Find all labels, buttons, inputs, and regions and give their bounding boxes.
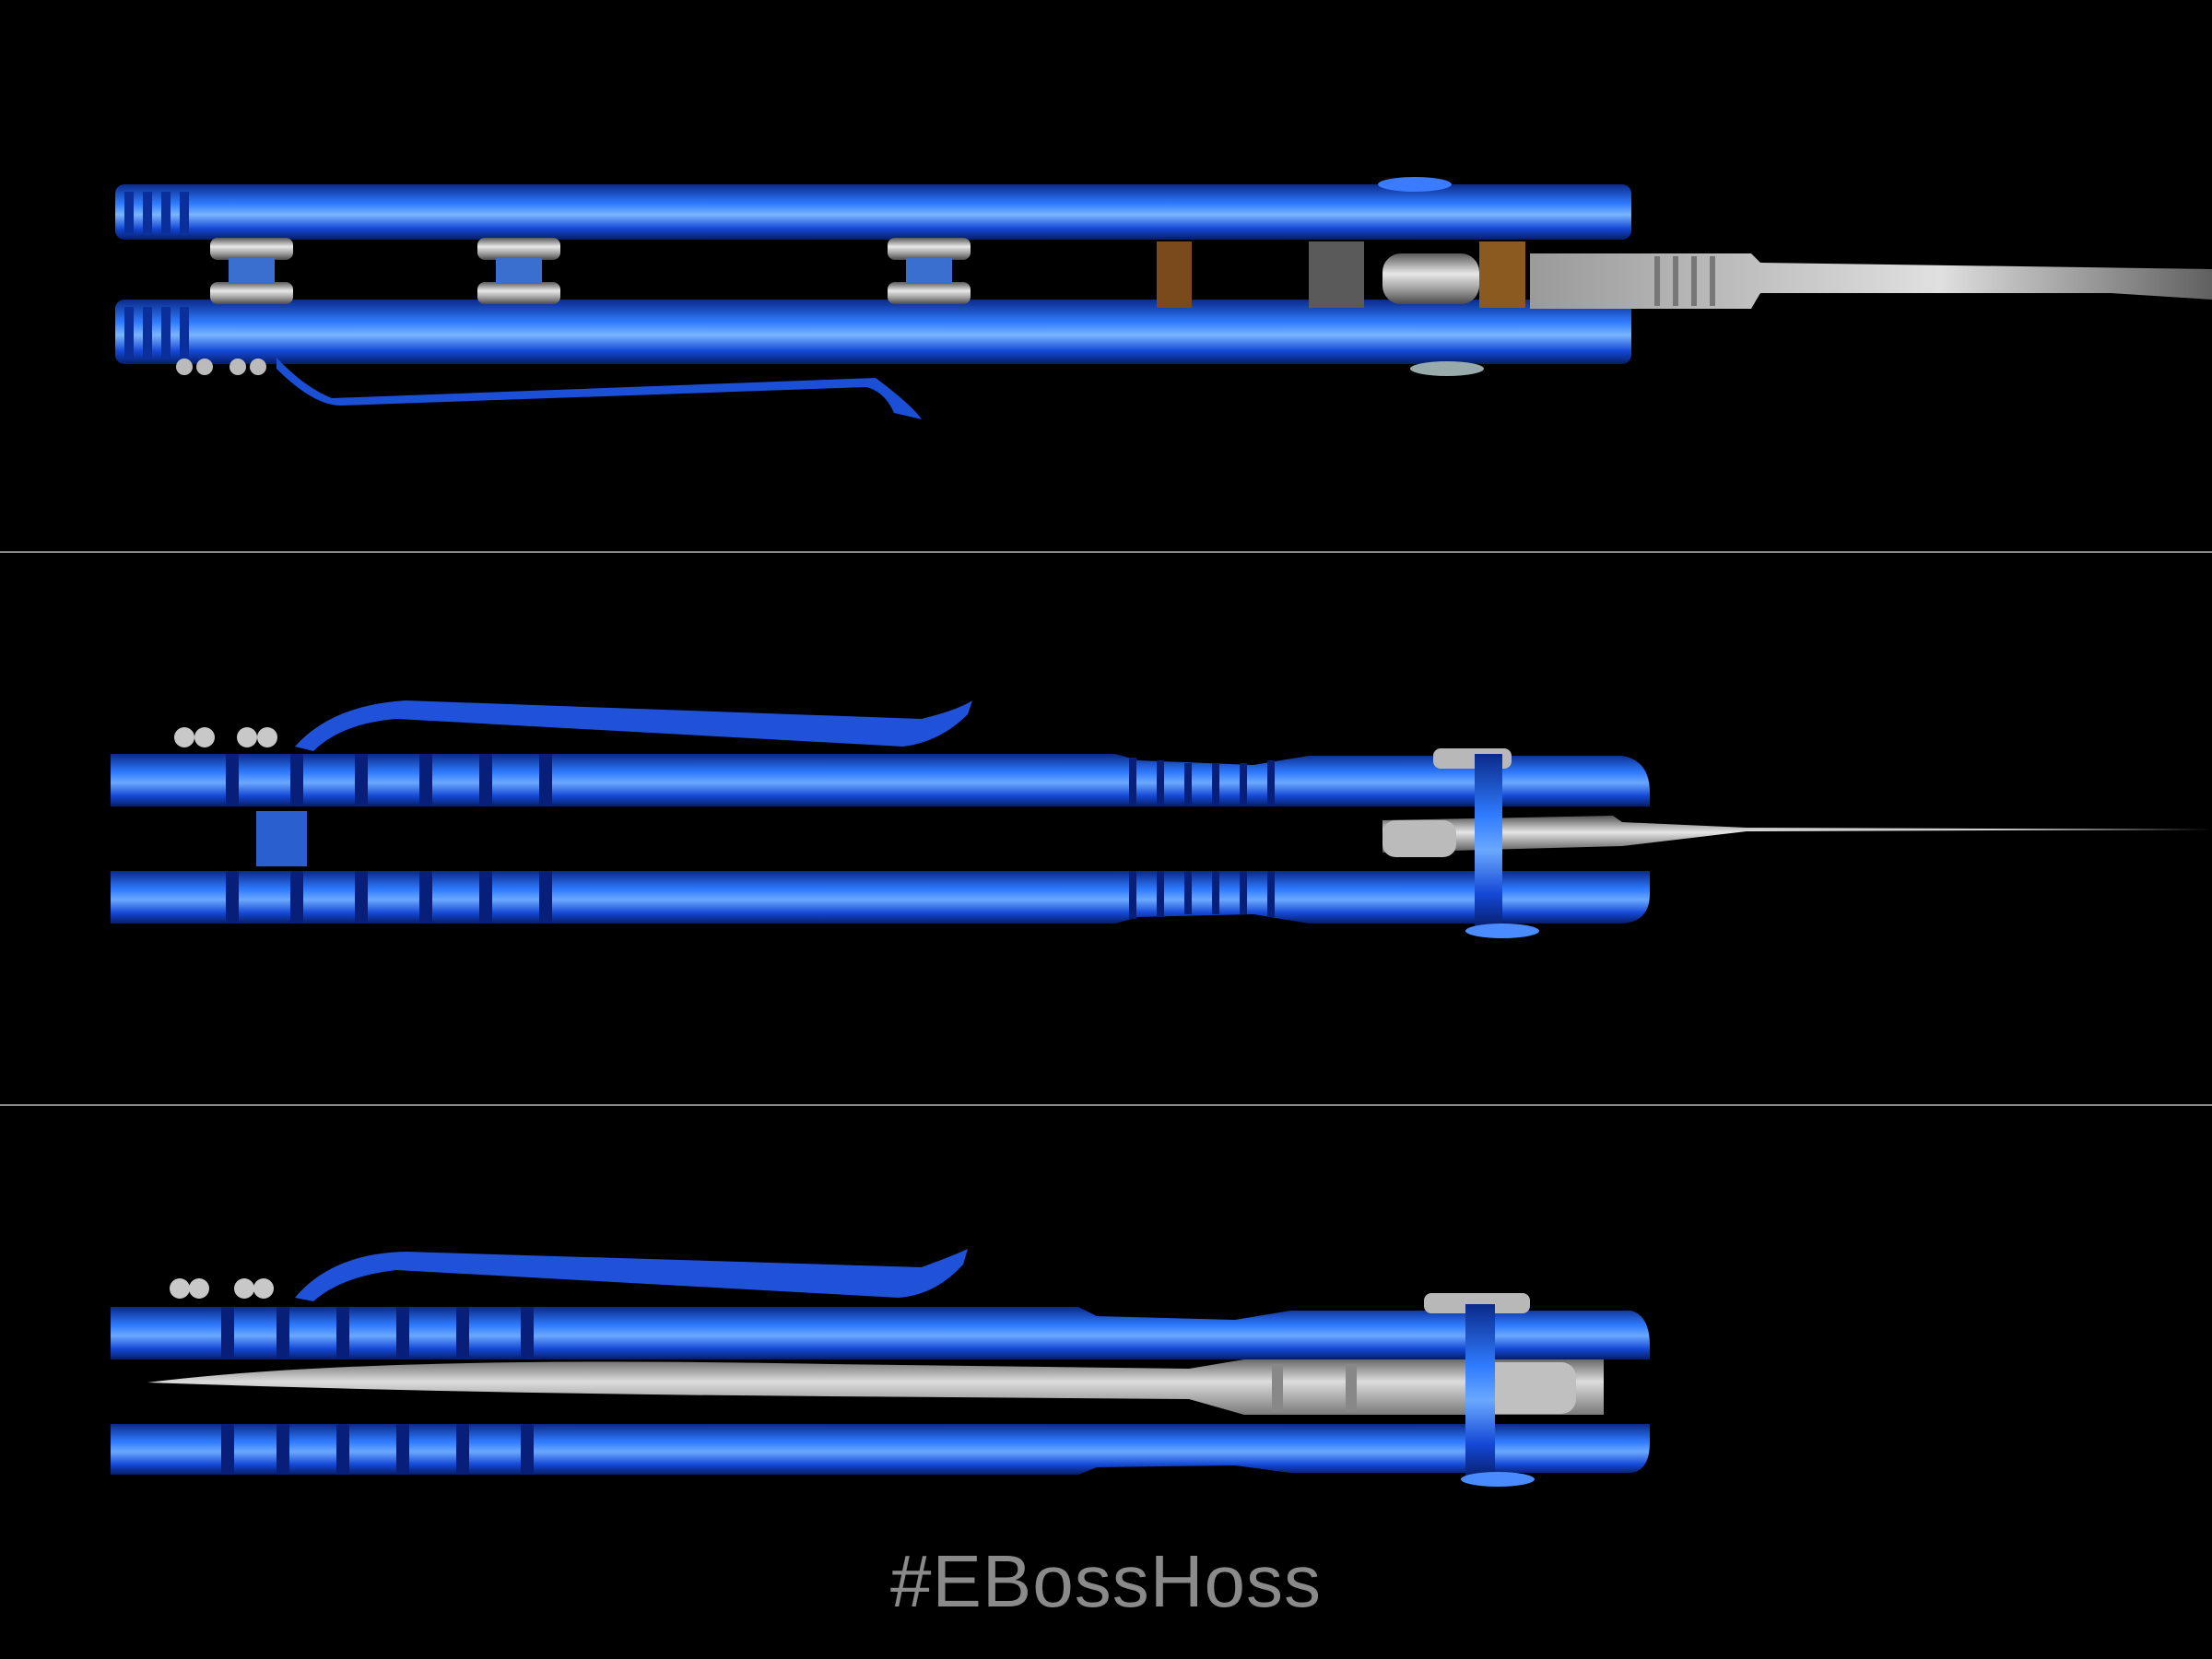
- panel-divider: [0, 1104, 2212, 1106]
- lower-handle-scale: [115, 300, 1631, 364]
- knife-back-photo: [111, 700, 2212, 938]
- upper-handle-scale: [115, 184, 1631, 240]
- photo-panel-spine-view: [0, 0, 2212, 551]
- pocket-clip: [276, 358, 922, 419]
- knife-front-photo: [111, 1249, 1650, 1487]
- pocket-clip: [295, 1249, 968, 1301]
- photo-panel-back-view: [0, 553, 2212, 1104]
- lower-handle-scale: [111, 1424, 1650, 1475]
- hashtag-caption: #EBossHoss: [890, 1540, 1322, 1622]
- upper-handle-scale: [111, 754, 1650, 806]
- blade-spine: [1530, 253, 2212, 309]
- upper-handle-scale: [111, 1307, 1650, 1359]
- blade: [147, 1359, 1604, 1415]
- lower-handle-scale: [111, 871, 1650, 924]
- panel-divider: [0, 551, 2212, 553]
- pocket-clip: [295, 700, 972, 751]
- blade-edge: [1382, 816, 2212, 853]
- knife-spine-photo: [115, 177, 2212, 419]
- photo-panel-front-view: [0, 1106, 2212, 1659]
